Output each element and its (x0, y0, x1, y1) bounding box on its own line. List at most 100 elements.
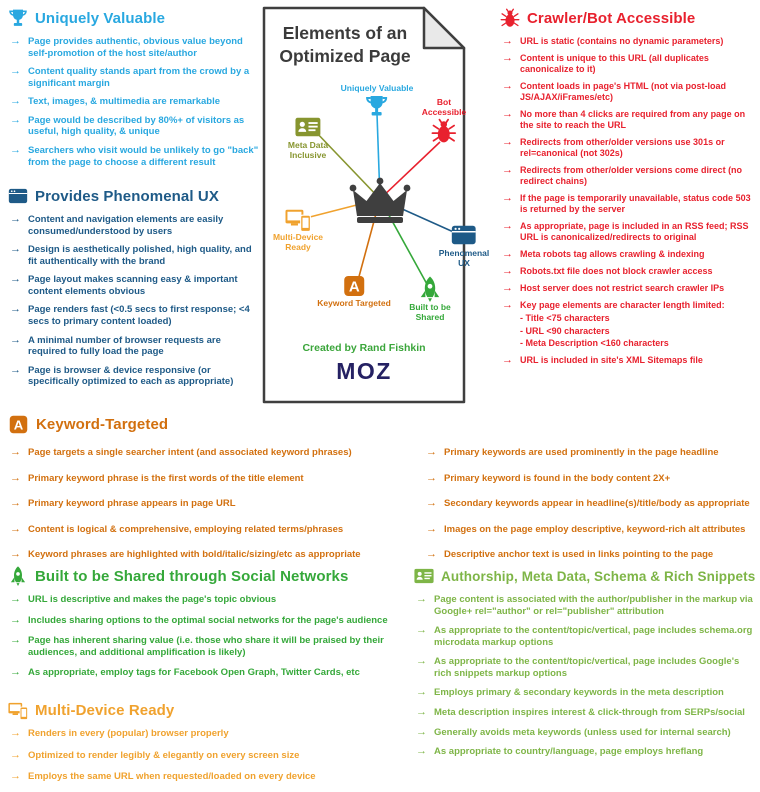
checklist-text: Redirects from other/older versions use … (520, 136, 725, 158)
checklist-text: No more than 4 clicks are required from … (520, 108, 746, 130)
checklist-item: →As appropriate, page is included in an … (502, 220, 756, 243)
section-title: Uniquely Valuable (35, 9, 166, 27)
node-built-to-be-shared: Built to be Shared (399, 276, 461, 323)
arrow-icon: → (10, 666, 21, 679)
keyword-columns: →Page targets a single searcher intent (… (8, 447, 756, 575)
checklist-item: → Page has inherent sharing value (i.e. t… (10, 635, 406, 658)
checklist: →Renders in every (popular) browser prop… (8, 728, 406, 783)
checklist-item: →Primary keyword phrase is the first wor… (10, 472, 402, 485)
section-header: Provides Phenomenal UX (8, 186, 260, 206)
checklist-item: → Searchers who visit would be unlikely t… (10, 145, 260, 168)
checklist-item: →Page renders fast (<0.5 secs to first r… (10, 304, 260, 327)
arrow-icon: → (10, 748, 21, 761)
arrow-icon: → (416, 725, 427, 738)
section-title: Provides Phenomenal UX (35, 187, 219, 205)
checklist-text: Page has inherent sharing value (i.e. th… (28, 635, 384, 658)
section-phenomenal-ux: Provides Phenomenal UX →Content and navi… (8, 186, 260, 395)
arrow-icon: → (10, 522, 21, 535)
rocket-icon (417, 276, 443, 302)
checklist-text: Page would be described by 80%+ of visit… (28, 114, 245, 138)
node-multi-device-ready: Multi-Device Ready (273, 206, 323, 253)
credit-text: Created by Rand Fishkin (302, 342, 426, 354)
arrow-icon: → (10, 273, 21, 286)
arrow-icon: → (416, 686, 427, 699)
keyword-a-icon (8, 414, 29, 435)
checklist-text: Host server does not restrict search cra… (520, 282, 725, 293)
arrow-icon: → (10, 113, 21, 126)
checklist-text: Page layout makes scanning easy & import… (28, 274, 238, 297)
node-phenomenal-ux: Phenomenal UX (439, 222, 489, 269)
arrow-icon: → (502, 191, 513, 204)
section-uniquely-valuable: Uniquely Valuable → Page provides authent… (8, 8, 260, 175)
checklist-text: URL is static (contains no dynamic param… (520, 36, 724, 46)
arrow-icon: → (10, 144, 21, 157)
checklist-item: → Optimized to render legibly & elegantly… (10, 748, 406, 762)
node-label: Bot Accessible (421, 97, 467, 117)
checklist-item: →Primary keyword phrase appears in page … (10, 498, 402, 510)
arrow-icon: → (10, 497, 21, 510)
arrow-icon: → (10, 770, 21, 783)
section-header: Built to be Shared through Social Networ… (8, 566, 406, 586)
checklist-text: Keyword phrases are highlighted with bol… (28, 549, 361, 561)
keyword-a-icon (342, 274, 366, 298)
checklist-text: Robots.txt file does not block crawler a… (520, 265, 713, 276)
arrow-icon: → (502, 79, 513, 92)
checklist-text: As appropriate to the content/topic/vert… (434, 625, 753, 648)
section-title: Keyword-Targeted (36, 416, 169, 433)
section-header: Crawler/Bot Accessible (500, 8, 756, 28)
checklist-text: Searchers who visit would be unlikely to… (28, 145, 259, 168)
id-card-icon (295, 114, 321, 140)
checklist-item: →URL is descriptive and makes the page's… (10, 594, 406, 606)
checklist-item: → Primary keyword is found in the body co… (426, 471, 756, 485)
checklist-text: Meta description inspires interest & cli… (434, 707, 745, 719)
checklist-item: →Page provides authentic, obvious value … (10, 35, 260, 59)
checklist-item: →Includes sharing options to the optimal… (10, 614, 406, 627)
checklist-text: Optimized to render legibly & elegantly … (28, 749, 300, 761)
checklist-item: →No more than 4 clicks are required from… (502, 108, 756, 131)
checklist: →Page targets a single searcher intent (… (8, 447, 402, 575)
arrow-icon: → (502, 247, 513, 260)
checklist-text: Meta robots tag allows crawling & indexi… (520, 248, 705, 259)
checklist: → Page provides authentic, obvious value … (8, 35, 260, 168)
checklist-text: Images on the page employ descriptive, k… (444, 523, 746, 535)
arrow-icon: → (426, 471, 437, 484)
arrow-icon: → (426, 497, 437, 510)
arrow-icon: → (10, 446, 21, 458)
checklist-text: Page provides authentic, obvious value b… (28, 36, 243, 59)
checklist-text-main: Key page elements are character length l… (520, 299, 725, 310)
checklist-item: →Employs the same URL when requested/loa… (10, 771, 406, 783)
checklist-item: →Secondary keywords appear in headline(s… (426, 498, 756, 510)
arrow-icon: → (416, 745, 427, 758)
checklist-text: If the page is temporarily unavailable, … (520, 192, 751, 214)
browser-icon (451, 222, 477, 248)
checklist-item: →Content quality stands apart from the c… (10, 66, 260, 89)
checklist-item: → Images on the page employ descriptive, … (426, 522, 756, 536)
node-label: Meta Data Inclusive (287, 140, 329, 160)
checklist-item: →Primary keywords are used prominently i… (426, 447, 756, 459)
checklist-text: Generally avoids meta keywords (unless u… (434, 726, 731, 738)
arrow-icon: → (502, 264, 513, 277)
bug-icon (431, 118, 457, 144)
checklist-item: → If the page is temporarily unavailable,… (502, 191, 756, 215)
checklist-item: →URL is static (contains no dynamic para… (502, 36, 756, 47)
arrow-icon: → (10, 363, 21, 376)
checklist-text: Page renders fast (<0.5 secs to first re… (28, 304, 250, 328)
checklist-item: →Design is aesthetically polished, high … (10, 244, 260, 267)
checklist-item: →Page content is associated with the aut… (416, 593, 756, 617)
crown-icon (348, 174, 412, 226)
checklist-text: Primary keyword is found in the body con… (444, 472, 671, 484)
trophy-icon (365, 94, 389, 118)
checklist-item: →Content is unique to this URL (all dupl… (502, 53, 756, 75)
arrow-icon: → (10, 634, 21, 647)
checklist-text: Design is aesthetically polished, high q… (28, 244, 252, 267)
arrow-icon: → (502, 163, 513, 176)
node-label: Multi-Device Ready (272, 232, 324, 252)
checklist-text: URL is descriptive and makes the page's … (28, 594, 277, 605)
checklist-item: →Descriptive anchor text is used in link… (426, 549, 756, 561)
arrow-icon: → (426, 522, 437, 535)
sub-item: - Title <75 characters (520, 312, 610, 323)
node-meta-data-inclusive: Meta Data Inclusive (288, 114, 328, 161)
checklist-item: →Meta description inspires interest & cl… (416, 707, 756, 719)
checklist-item: →Redirects from other/older versions com… (502, 163, 756, 187)
section-header: Uniquely Valuable (8, 8, 260, 28)
